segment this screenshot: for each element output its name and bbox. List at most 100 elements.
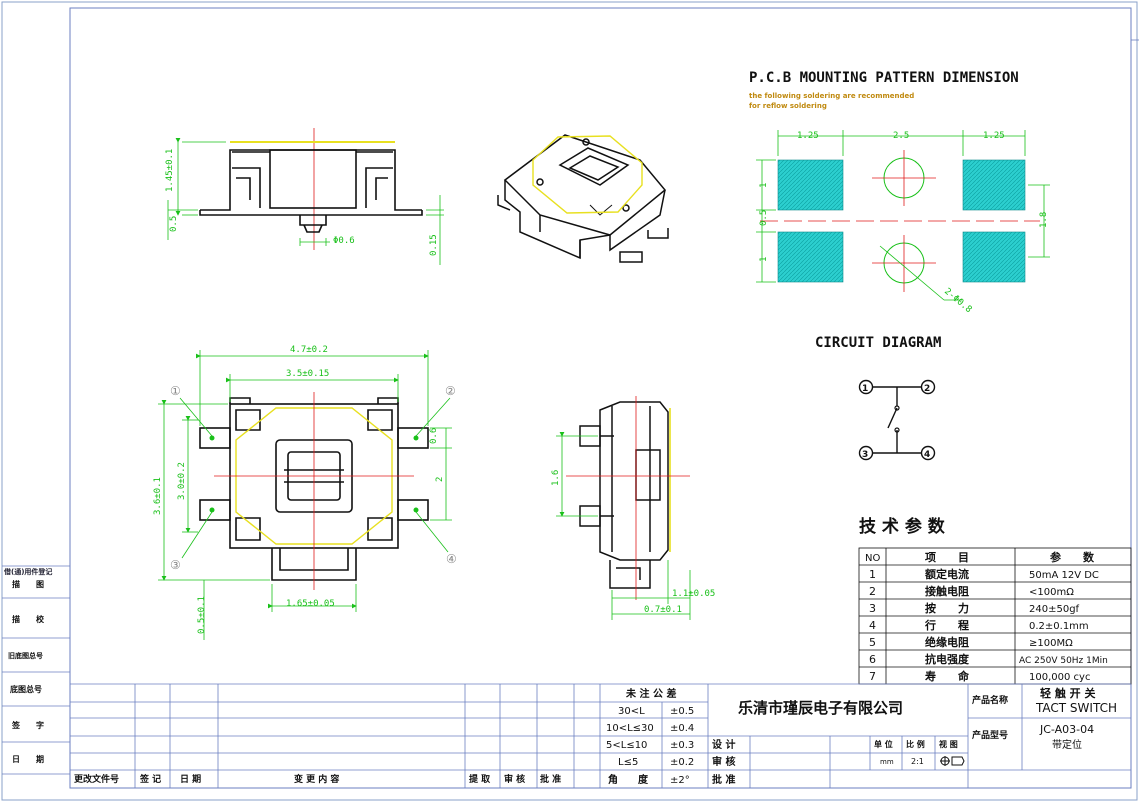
design-label: 设 计	[712, 738, 735, 751]
iso-actuator-outline	[532, 135, 643, 214]
specs-row-item: 接触电阻	[925, 584, 969, 598]
tolerance-range: 5<L≤10	[606, 740, 647, 751]
specs-row-item: 寿 命	[925, 669, 970, 683]
dim-right-11: 1.1±0.05	[672, 589, 715, 599]
pin-label-1: ①	[170, 384, 181, 398]
specs-row-item: 行 程	[924, 618, 969, 632]
unit-value: mm	[880, 758, 894, 766]
right-side-view: 1.6 1.1±0.05 0.7±0.1	[551, 396, 715, 620]
pcb-pad-4	[962, 231, 1026, 283]
dim-right-16: 1.6	[551, 470, 561, 486]
pcb-dim-mid: 2.5	[893, 131, 909, 141]
specs-table: 技 术 参 数 NO 项 目 参 数 1 额定电流 50mA 12V DC 2 …	[858, 516, 1132, 685]
dim-top-05: 0.5±0.1	[197, 596, 207, 634]
dim-side-height: 1.45±0.1	[165, 149, 175, 192]
specs-row-no: 4	[869, 619, 876, 632]
dim-side-015: 0.15	[429, 234, 439, 256]
circuit-pin-2: 2	[924, 384, 930, 394]
specs-row-item: 按 力	[925, 601, 969, 615]
specs-row-no: 6	[869, 653, 876, 666]
specs-row-value: 100,000 cyc	[1029, 672, 1090, 683]
tolerance-range: 10<L≤30	[606, 723, 654, 734]
sidebar-label-4: 旧底图总号	[8, 651, 43, 660]
projection-symbol-icon	[940, 756, 965, 766]
sidebar-label-2: 描 图	[12, 579, 44, 589]
specs-header-value: 参 数	[1050, 550, 1095, 564]
date-header: 日 期	[180, 773, 201, 785]
product-model-label: 产品型号	[972, 729, 1008, 741]
specs-header-no: NO	[865, 553, 880, 564]
specs-row-no: 2	[869, 585, 876, 598]
specs-row-value: <100mΩ	[1029, 587, 1074, 598]
specs-row-no: 3	[869, 602, 876, 615]
pcb-dim-hole: 2-Φ0.8	[942, 287, 973, 316]
audit-header: 审 核	[504, 773, 525, 785]
specs-header-item: 项 目	[925, 551, 969, 564]
dim-top-36: 3.6±0.1	[153, 477, 163, 515]
sign-header: 签 记	[139, 773, 161, 785]
tolerance-range: 30<L	[618, 706, 645, 717]
tolerance-value: ±0.5	[670, 706, 694, 717]
sidebar-label-6: 签 字	[11, 720, 44, 730]
pcb-pad-2	[962, 159, 1026, 211]
sidebar-label-3: 描 校	[12, 614, 45, 624]
unit-label: 单 位	[874, 739, 893, 749]
pcb-pad-3	[777, 231, 844, 283]
pin-label-2: ②	[445, 384, 456, 398]
specs-row-value: 240±50gf	[1029, 604, 1080, 615]
left-sidebar	[2, 565, 70, 775]
rev-file-header: 更改文件号	[74, 773, 119, 785]
pcb-note-2: for reflow soldering	[749, 102, 827, 110]
specs-row-value: ≥100MΩ	[1029, 638, 1073, 649]
scale-label: 比 例	[906, 739, 925, 749]
specs-row-item: 抗电强度	[925, 652, 970, 666]
review-label: 审 核	[712, 755, 735, 768]
sidebar-label-1: 借(通)用件登记	[3, 567, 52, 576]
dim-side-phi: Φ0.6	[333, 236, 355, 246]
product-name-cn: 轻 触 开 关	[1040, 686, 1096, 700]
angle-label: 角 度	[608, 773, 649, 786]
pcb-dim-v1: 1	[759, 183, 769, 188]
product-model: JC-A03-04	[1039, 723, 1094, 736]
specs-row-value: AC 250V 50Hz 1Min	[1019, 656, 1108, 666]
company-name: 乐清市瑾辰电子有限公司	[738, 699, 903, 717]
tolerance-value: ±0.3	[670, 740, 694, 751]
product-model-sub: 带定位	[1052, 738, 1082, 751]
tolerance-range: L≤5	[618, 757, 638, 768]
tolerance-value: ±0.4	[670, 723, 694, 734]
specs-row-no: 5	[869, 636, 876, 649]
actuator-outline	[235, 407, 393, 545]
specs-title: 技 术 参 数	[859, 516, 946, 537]
dim-top-06: 0.6	[429, 428, 439, 444]
sidebar-label-5: 底图总号	[9, 684, 42, 694]
view-label: 视 图	[939, 739, 958, 749]
isometric-view	[497, 134, 669, 263]
scale-value: 2:1	[911, 757, 924, 766]
circuit-title: CIRCUIT DIAGRAM	[815, 335, 941, 351]
angle-tolerance: ±2°	[670, 775, 690, 786]
specs-row-no: 7	[869, 670, 876, 683]
dim-top-30: 3.0±0.2	[177, 462, 187, 500]
pcb-dim-right: 1.25	[983, 131, 1005, 141]
dim-top-47: 4.7±0.2	[290, 345, 328, 355]
pcb-title: P.C.B MOUNTING PATTERN DIMENSION	[749, 70, 1019, 86]
dim-top-35: 3.5±0.15	[286, 369, 329, 379]
circuit-pin-4: 4	[924, 450, 930, 460]
product-name-en: TACT SWITCH	[1035, 701, 1117, 715]
tolerance-value: ±0.2	[670, 757, 694, 768]
pin-label-3: ③	[170, 558, 181, 572]
pcb-note-1: the following soldering are recommended	[749, 92, 914, 100]
specs-row-value: 0.2±0.1mm	[1029, 621, 1089, 632]
pcb-dim-v3: 1	[759, 257, 769, 262]
specs-row-value: 50mA 12V DC	[1029, 570, 1099, 581]
circuit-pin-3: 3	[862, 450, 868, 460]
circuit-pin-1: 1	[862, 384, 868, 394]
dim-right-07: 0.7±0.1	[644, 605, 682, 615]
title-block-text: 未 注 公 差 30<L ±0.5 10<L≤30 ±0.4 5<L≤10 ±0…	[74, 686, 1117, 786]
approve-header: 批 准	[540, 773, 561, 785]
title-block	[70, 683, 1131, 788]
side-view: 1.45±0.1 0.5 Φ0.6 0.15	[165, 128, 444, 265]
